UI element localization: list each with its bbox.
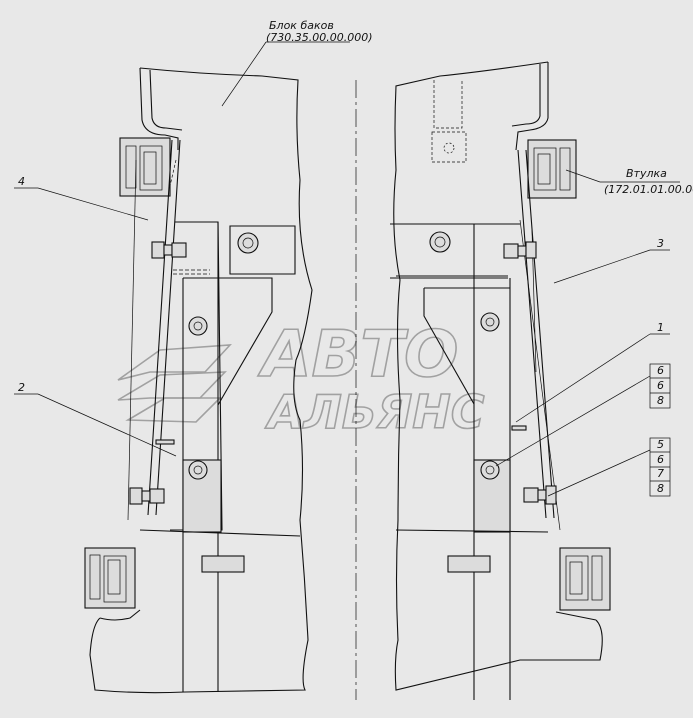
left-nut-upper — [188, 316, 208, 336]
table-a-cell-1: 6 — [657, 364, 664, 377]
right-nut-upper — [480, 312, 500, 332]
watermark-logo-icon — [117, 344, 232, 423]
left-bolt-upper — [151, 241, 187, 259]
left-tank-outline — [89, 67, 313, 694]
right-view — [390, 61, 611, 700]
left-bottom-slot — [201, 555, 245, 573]
bushing-code: (172.01.01.00.009) — [604, 183, 693, 196]
tank-block-code: (730.35.00.00.000) — [266, 31, 373, 44]
table-b-cell-1: 5 — [657, 438, 664, 451]
watermark-line1: АВТО — [257, 318, 458, 392]
left-top-plate — [229, 225, 296, 275]
right-top-nut — [429, 231, 451, 253]
table-b-cell-3: 7 — [657, 467, 664, 480]
right-lower-clamp — [559, 547, 611, 611]
left-upper-bracket — [139, 67, 179, 150]
table-b-cell-4: 8 — [657, 482, 664, 495]
table-b-cell-2: 6 — [657, 453, 664, 466]
callout-table-b: 5 6 7 8 — [649, 437, 671, 497]
left-view — [84, 67, 313, 694]
left-top-nut — [237, 232, 259, 254]
right-bottom-slot — [447, 555, 491, 573]
callout-table-a: 6 6 8 — [649, 363, 671, 409]
tank-block-name: Блок баков — [269, 19, 334, 32]
left-lower-clamp — [84, 547, 136, 609]
right-tank-outline — [393, 61, 603, 691]
leader-lines — [14, 41, 680, 497]
left-upper-clamp — [119, 137, 171, 197]
left-nut-lower — [188, 460, 208, 480]
right-upper-bracket — [515, 62, 549, 151]
watermark-line2: АЛЬЯНС — [265, 385, 485, 439]
right-bolt-upper — [503, 241, 537, 259]
left-side-strip — [147, 139, 181, 516]
right-nut-lower — [480, 460, 500, 480]
callout-1: 1 — [657, 321, 664, 334]
right-side-strip — [517, 149, 555, 519]
watermark: АВТО АЛЬЯНС — [117, 317, 486, 440]
table-a-cell-3: 8 — [657, 394, 664, 407]
table-a-cell-2: 6 — [657, 379, 664, 392]
right-bolt-lower — [523, 485, 557, 505]
callout-4: 4 — [18, 175, 25, 188]
bushing-name: Втулка — [626, 167, 667, 180]
left-bolt-lower — [129, 487, 165, 505]
callout-3: 3 — [657, 237, 664, 250]
right-hidden-bolt — [431, 80, 467, 163]
callout-2: 2 — [18, 381, 25, 394]
right-inner-panel — [390, 223, 520, 279]
right-upper-clamp — [527, 139, 577, 199]
